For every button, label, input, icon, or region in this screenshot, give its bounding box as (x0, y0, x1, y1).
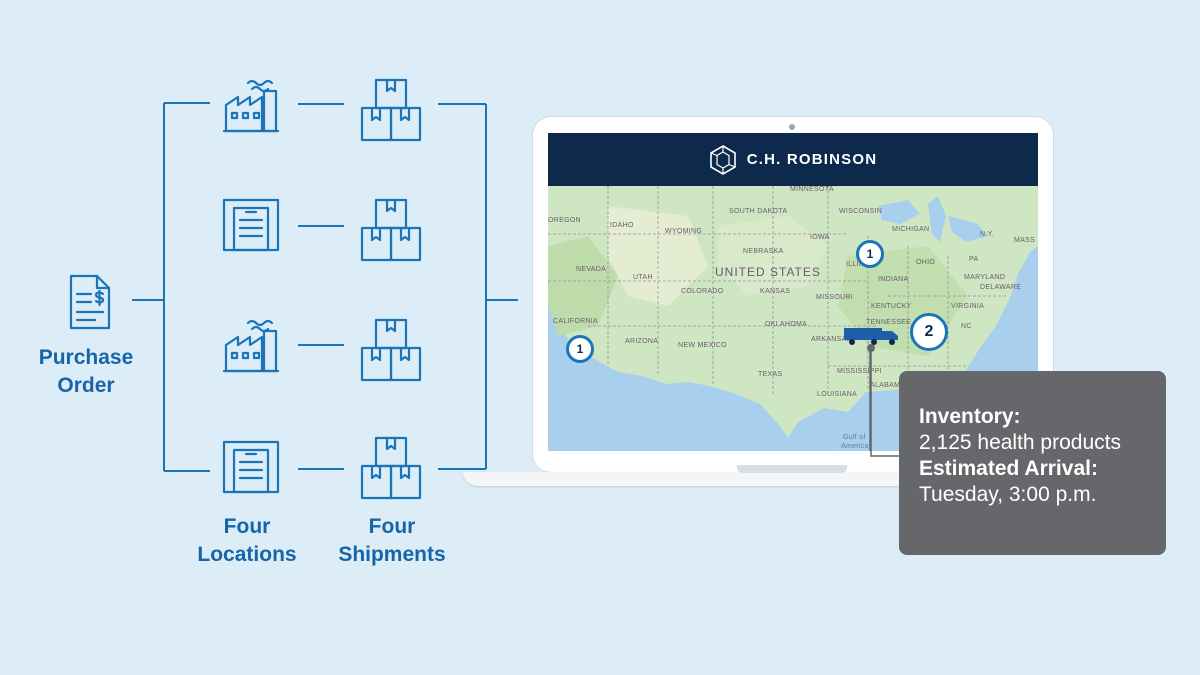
map-label-iowa: IOWA (810, 234, 830, 241)
map-label-nc: NC (961, 323, 972, 330)
map-label-oregon: OREGON (548, 217, 581, 224)
map-marker-1-west[interactable]: 1 (566, 335, 594, 363)
purchase-order-node (34, 272, 146, 332)
invoice-dollar-icon (69, 274, 111, 330)
country-label: UNITED STATES (715, 265, 821, 279)
map-label-wisconsin: WISCONSIN (839, 208, 883, 215)
map-label-louisiana: LOUISIANA (817, 391, 858, 398)
purchase-order-label: Purchase Order (26, 344, 146, 400)
map-label-indiana: INDIANA (878, 276, 909, 283)
map-label-wyoming: WYOMING (665, 228, 703, 235)
map-label-virginia: VIRGINIA (951, 303, 985, 310)
map-marker-2-southeast[interactable]: 2 (910, 313, 948, 351)
purchase-order-label-line2: Order (57, 374, 115, 397)
location-node-3 (222, 315, 280, 373)
shipments-caption-line2: Shipments (338, 543, 446, 566)
shipments-caption-line1: Four (368, 515, 416, 538)
factory-icon (222, 79, 280, 133)
map-label-texas: TEXAS (758, 371, 783, 378)
locations-caption-line2: Locations (197, 543, 297, 566)
warehouse-icon (222, 440, 280, 494)
map-label-nebraska: NEBRASKA (743, 248, 784, 255)
map-label-kansas: KANSAS (760, 288, 791, 295)
purchase-order-label-line1: Purchase (38, 346, 134, 369)
map-label-oklahoma: OKLAHOMA (765, 321, 808, 328)
shipment-node-3 (360, 318, 422, 382)
map-label-mississippi: MISSISSIPPI (837, 368, 882, 375)
shipment-node-2 (360, 198, 422, 262)
inventory-label: Inventory: (919, 405, 1021, 428)
arrival-value: Tuesday, 3:00 p.m. (919, 483, 1097, 506)
map-label-ohio: OHIO (916, 259, 936, 266)
map-label-ny: N.Y. (980, 231, 994, 238)
shipment-node-1 (360, 78, 422, 142)
locations-caption-line1: Four (223, 515, 271, 538)
map-label-new-mexico: NEW MEXICO (678, 342, 727, 349)
boxes-icon (360, 198, 422, 262)
location-node-4 (222, 440, 280, 494)
map-label-pa: PA (969, 256, 979, 263)
map-label-california: CALIFORNIA (553, 318, 599, 325)
map-label-mass: MASS (1014, 237, 1036, 244)
boxes-icon (360, 318, 422, 382)
map-label-arkansas: ARKANSAS (811, 336, 852, 343)
map-label-nevada: NEVADA (576, 266, 607, 273)
boxes-icon (360, 436, 422, 500)
map-label-missouri: MISSOURI (816, 294, 854, 301)
map-label-tennessee: TENNESSEE (866, 319, 912, 326)
map-label-kentucky: KENTUCKY (871, 303, 912, 310)
app-header: C.H. ROBINSON (548, 133, 1038, 186)
map-label-gulf-of: Gulf of (843, 434, 866, 441)
warehouse-icon (222, 198, 280, 252)
ch-robinson-logo-icon (709, 144, 736, 175)
map-label-minnesota: MINNESOTA (790, 186, 834, 193)
inventory-value: 2,125 health products (919, 431, 1121, 454)
map-label-alabama: ALABAMA (870, 382, 906, 389)
brand[interactable]: C.H. ROBINSON (548, 133, 1038, 186)
truck-icon[interactable] (842, 326, 900, 346)
laptop-camera (789, 124, 795, 130)
map-label-michigan: MICHIGAN (892, 226, 930, 233)
tooltip-connector (867, 344, 905, 457)
location-node-2 (222, 198, 280, 252)
map-label-colorado: COLORADO (681, 288, 724, 295)
map-label-maryland: MARYLAND (964, 274, 1006, 281)
shipment-tooltip: Inventory: 2,125 health products Estimat… (899, 371, 1166, 555)
location-node-1 (222, 75, 280, 133)
map-label-arizona: ARIZONA (625, 338, 659, 345)
shipment-node-4 (360, 436, 422, 500)
map-label-delaware: DELAWARE (980, 284, 1022, 291)
map-label-america: America (841, 443, 869, 450)
brand-name: C.H. ROBINSON (746, 151, 878, 168)
shipments-caption: Four Shipments (322, 513, 462, 569)
laptop-notch (737, 465, 847, 473)
boxes-icon (360, 78, 422, 142)
map-label-idaho: IDAHO (610, 222, 634, 229)
factory-icon (222, 319, 280, 373)
map-label-utah: UTAH (633, 274, 653, 281)
map-label-south-dakota: SOUTH DAKOTA (729, 208, 788, 215)
locations-caption: Four Locations (180, 513, 314, 569)
map-marker-1-midwest[interactable]: 1 (856, 240, 884, 268)
arrival-label: Estimated Arrival: (919, 457, 1098, 480)
